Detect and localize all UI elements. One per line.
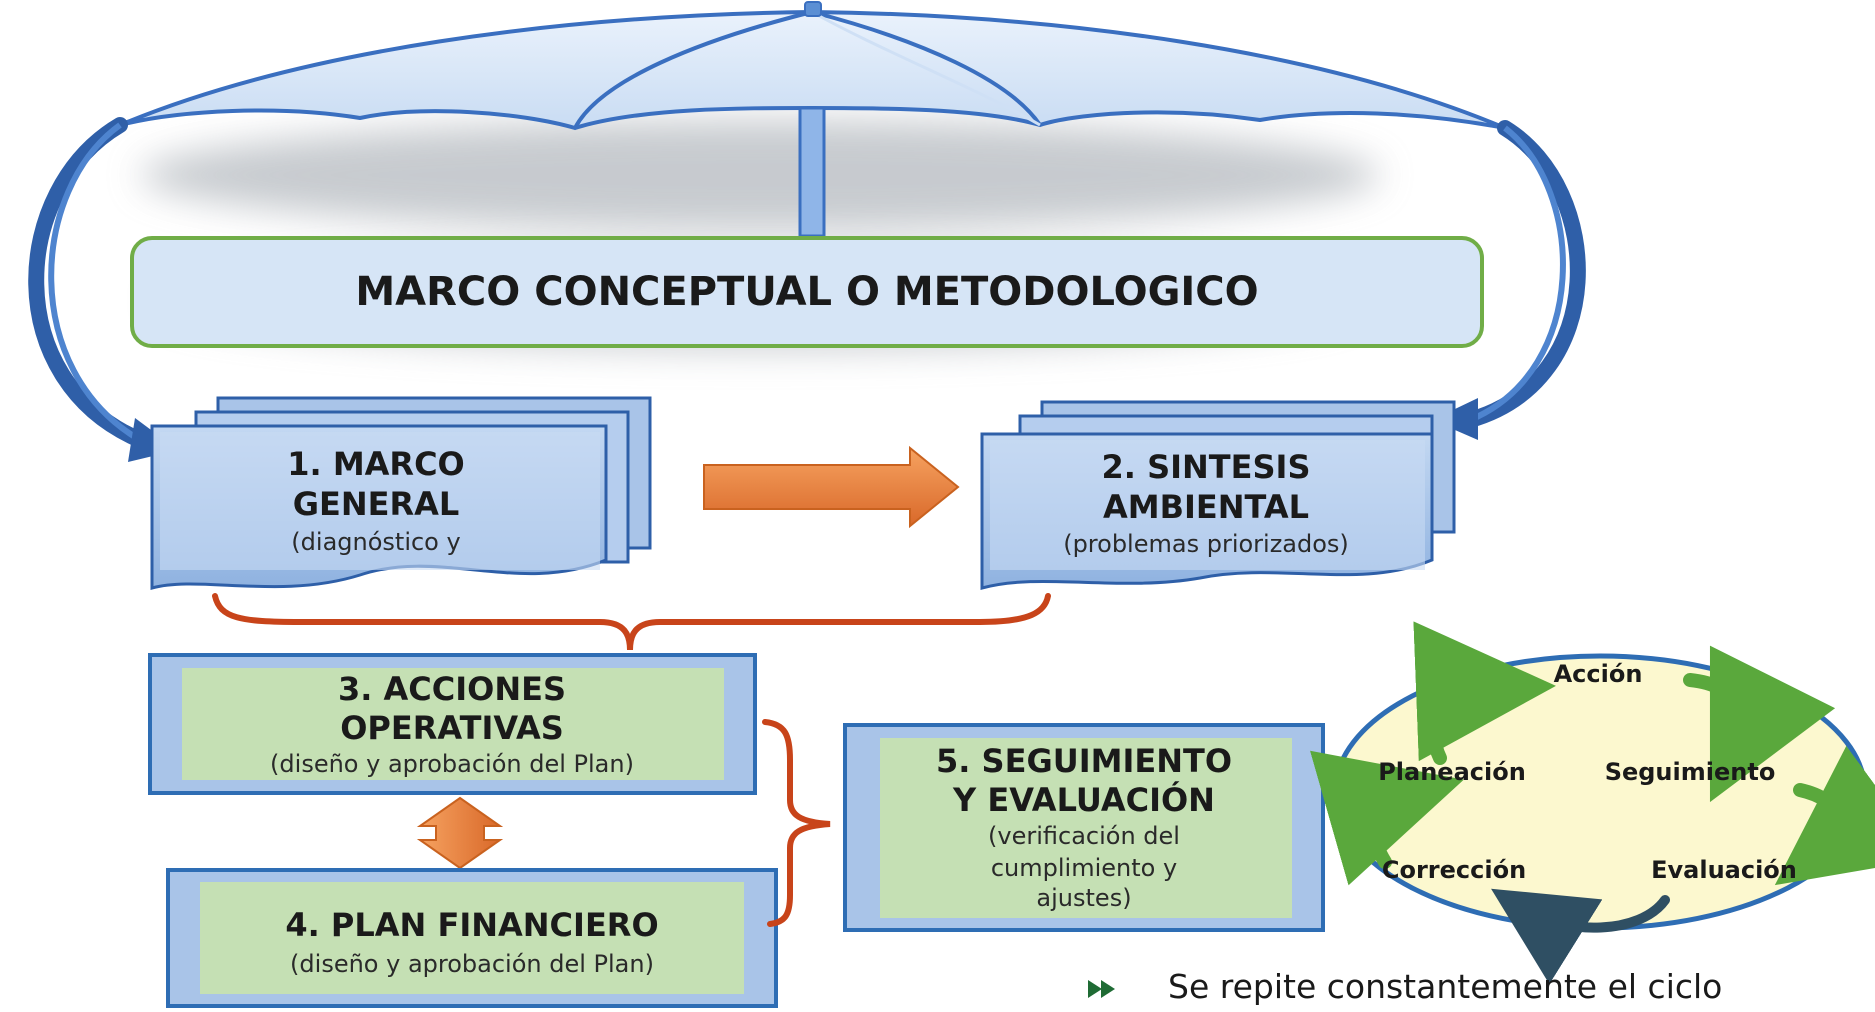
double-arrow-icon	[416, 796, 504, 870]
seguimiento-line2: Y EVALUACIÓN	[952, 780, 1215, 819]
plan-financiero-subtitle: (diseño y aprobación del Plan)	[290, 950, 654, 978]
cycle-arrow-accion-seguimiento	[1683, 645, 1836, 803]
cycle-planeacion: Planeación	[1378, 758, 1526, 786]
acciones-subtitle: (diseño y aprobación del Plan)	[270, 750, 634, 778]
seguimiento-sub2: cumplimiento y	[991, 854, 1177, 882]
cycle-arrow-evaluacion-correccion	[1491, 888, 1670, 985]
seguimiento-line1: 5. SEGUIMIENTO	[936, 742, 1232, 780]
footer-text: Se repite constantemente el ciclo	[1168, 967, 1722, 1006]
acciones-operativas-box: 3. ACCIONES OPERATIVAS (diseño y aprobac…	[148, 653, 757, 795]
seguimiento-sub1: (verificación del	[988, 822, 1180, 850]
acciones-line1: 3. ACCIONES	[338, 670, 566, 708]
sintesis-line1: 2. SINTESIS	[1102, 448, 1311, 486]
acciones-line2: OPERATIVAS	[340, 709, 564, 747]
cycle-arrow-correccion-planeacion	[1309, 750, 1464, 886]
brace-top	[212, 593, 1051, 651]
marco-conceptual-label: MARCO CONCEPTUAL O METODOLOGICO	[355, 269, 1258, 315]
seguimiento-evaluacion-box: 5. SEGUIMIENTO Y EVALUACIÓN (verificació…	[843, 723, 1325, 932]
cycle-evaluacion: Evaluación	[1651, 856, 1797, 884]
sintesis-line2: AMBIENTAL	[1103, 488, 1309, 526]
cycle-seguimiento: Seguimiento	[1605, 758, 1776, 786]
marco-general-line1: 1. MARCO	[287, 445, 465, 483]
cycle-accion: Acción	[1554, 660, 1643, 688]
marco-general-subtitle: (diagnóstico y	[291, 528, 460, 556]
arrow-right-icon	[703, 445, 960, 529]
brace-right	[762, 719, 831, 927]
fast-forward-icon	[1088, 980, 1115, 998]
plan-financiero-line1: 4. PLAN FINANCIERO	[285, 906, 658, 944]
marco-general-line2: GENERAL	[293, 485, 460, 523]
sintesis-subtitle: (problemas priorizados)	[1063, 530, 1349, 558]
cycle-correccion: Corrección	[1382, 856, 1526, 884]
plan-financiero-box: 4. PLAN FINANCIERO (diseño y aprobación …	[166, 868, 778, 1008]
cycle-arrow-seguimiento-evaluacion	[1774, 745, 1875, 886]
cycle-diagram: Acción Planeación Seguimiento Corrección…	[1309, 621, 1875, 985]
cycle-arrow-planeacion-accion	[1413, 621, 1556, 765]
sintesis-ambiental-box: 2. SINTESIS AMBIENTAL (problemas prioriz…	[980, 400, 1456, 590]
umbrella	[28, 1, 1586, 462]
footer-note: Se repite constantemente el ciclo	[1088, 967, 1722, 1006]
seguimiento-sub3: ajustes)	[1036, 884, 1131, 912]
marco-conceptual-box: MARCO CONCEPTUAL O METODOLOGICO	[130, 236, 1484, 348]
marco-general-box: 1. MARCO GENERAL (diagnóstico y	[150, 396, 652, 590]
